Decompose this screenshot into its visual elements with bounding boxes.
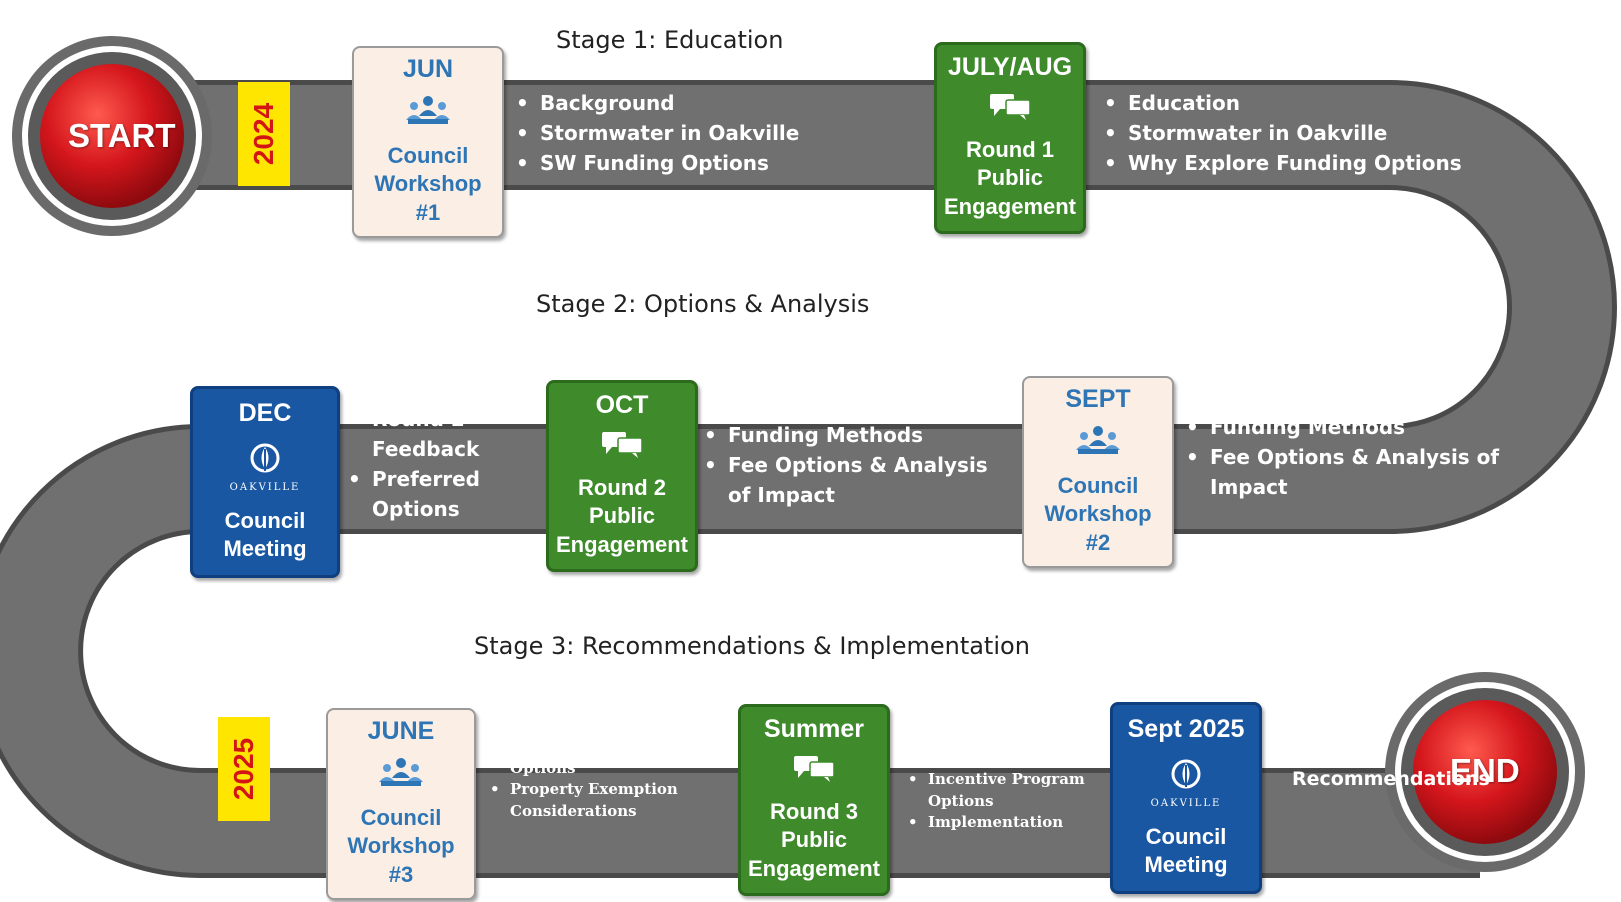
milestone-jun-council-workshop: JUN Council Workshop #1 <box>352 46 504 238</box>
milestone-title: JUNE <box>367 717 435 746</box>
milestone-line: #1 <box>415 199 441 225</box>
milestone-line: Council <box>360 804 442 830</box>
milestone-line: Public <box>588 503 655 529</box>
start-label: START <box>68 117 176 154</box>
milestone-line: Council <box>224 507 306 533</box>
bullet-item: Preferred Options <box>346 464 496 524</box>
bullets-julyaug: Education Stormwater in Oakville Why Exp… <box>1102 88 1462 178</box>
milestone-line: Council <box>1057 472 1139 498</box>
bullet-item: Stormwater in Oakville <box>1102 118 1462 148</box>
milestone-line: Meeting <box>223 536 307 562</box>
milestone-line: Workshop <box>1044 501 1152 527</box>
milestone-sept2025-council-meeting: Sept 2025 OAKVILLE Council Meeting <box>1110 702 1262 894</box>
milestone-line: Public <box>780 827 847 853</box>
people-group-icon <box>400 92 456 133</box>
bullet-item: Background <box>514 88 799 118</box>
milestone-oct-public-engagement: OCT Round 2 Public Engagement <box>546 380 698 572</box>
oakville-logo-icon: OAKVILLE <box>230 441 301 493</box>
chat-bubbles-icon <box>988 92 1032 125</box>
bullet-item: Fee Options & Analysis of Impact <box>1184 442 1504 502</box>
milestone-line: Workshop <box>347 833 455 859</box>
bullet-item: Final Recommendations <box>1266 734 1490 794</box>
milestone-line: Engagement <box>943 193 1077 219</box>
bullet-item: Implementation <box>906 812 1086 834</box>
chat-bubbles-icon <box>600 430 644 463</box>
milestone-line: Public <box>976 165 1043 191</box>
milestone-line: Round 3 <box>770 798 858 824</box>
bullet-item: Why Explore Funding Options <box>1102 148 1462 178</box>
bullet-item: Preferred Fee Options <box>906 726 1086 769</box>
bullet-item: Fee Options & Analysis of Impact <box>702 450 1012 510</box>
milestone-summer-public-engagement: Summer Round 3 Public Engagement <box>738 704 890 896</box>
milestone-julyaug-public-engagement: JULY/AUG Round 1 Public Engagement <box>934 42 1086 234</box>
chat-bubbles-icon <box>792 754 836 787</box>
milestone-line: Engagement <box>555 531 689 557</box>
milestone-line: #3 <box>388 861 414 887</box>
milestone-line: Council <box>1145 823 1227 849</box>
milestone-title: SEPT <box>1065 385 1131 414</box>
milestone-sept-council-workshop: SEPT Council Workshop #2 <box>1022 376 1174 568</box>
milestone-title: JULY/AUG <box>947 53 1073 82</box>
start-marker <box>12 36 212 236</box>
bullets-june: Incentive Program Options Property Exemp… <box>488 736 698 822</box>
stage-2-heading: Stage 2: Options & Analysis <box>536 290 870 318</box>
milestone-line: Workshop <box>374 171 482 197</box>
milestone-line: #2 <box>1085 529 1111 555</box>
bullets-jun: Background Stormwater in Oakville SW Fun… <box>514 88 799 178</box>
bullet-item: Education <box>1102 88 1462 118</box>
bullet-item: SW Funding Options <box>514 148 799 178</box>
year-badge-2024: 2024 <box>238 82 290 186</box>
people-group-icon <box>373 754 429 795</box>
milestone-title: Summer <box>763 715 865 744</box>
bullet-item: Round 2 Feedback <box>346 404 496 464</box>
oakville-logo-text: OAKVILLE <box>229 481 301 493</box>
bullet-item: Stormwater in Oakville <box>514 118 799 148</box>
stage-1-heading: Stage 1: Education <box>556 26 784 54</box>
bullets-summer: Preferred Fee Options Incentive Program … <box>906 726 1086 834</box>
bullets-oct: Funding Methods Fee Options & Analysis o… <box>702 420 1012 510</box>
stage-3-heading: Stage 3: Recommendations & Implementatio… <box>474 632 1030 660</box>
milestone-line: Meeting <box>1144 852 1228 878</box>
year-badge-2025: 2025 <box>218 717 270 821</box>
milestone-line: Round 1 <box>966 136 1054 162</box>
milestone-title: Sept 2025 <box>1127 715 1245 744</box>
milestone-line: Council <box>387 142 469 168</box>
bullets-sept2025: Final Recommendations <box>1266 734 1490 794</box>
milestone-title: OCT <box>595 391 649 420</box>
milestone-line: Engagement <box>747 855 881 881</box>
bullet-item: Incentive Program Options <box>488 736 698 779</box>
oakville-logo-text: OAKVILLE <box>1150 797 1222 809</box>
people-group-icon <box>1070 422 1126 463</box>
milestone-title: JUN <box>402 55 453 84</box>
bullets-dec: Round 2 Feedback Preferred Options <box>346 404 496 524</box>
bullet-item: Incentive Program Options <box>906 769 1086 812</box>
oakville-logo-icon: OAKVILLE <box>1151 757 1222 809</box>
milestone-dec-council-meeting: DEC OAKVILLE Council Meeting <box>190 386 340 578</box>
bullet-item: Funding Methods <box>1184 412 1504 442</box>
bullet-item: Property Exemption Considerations <box>488 779 698 822</box>
milestone-june-council-workshop: JUNE Council Workshop #3 <box>326 708 476 900</box>
milestone-title: DEC <box>238 399 292 428</box>
bullet-item: Funding Methods <box>702 420 1012 450</box>
milestone-line: Round 2 <box>578 474 666 500</box>
bullets-sept: Funding Methods Fee Options & Analysis o… <box>1184 412 1504 502</box>
